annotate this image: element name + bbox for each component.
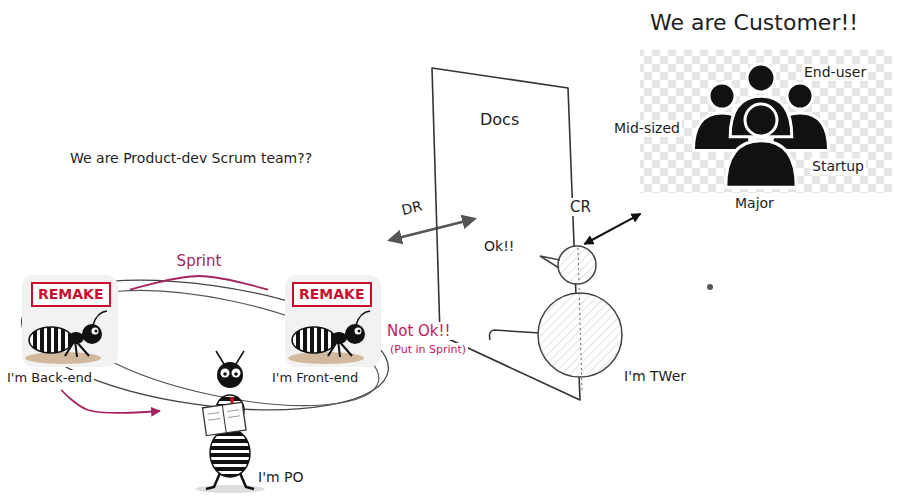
connector [130, 276, 268, 290]
segment-label: Mid-sized [612, 120, 682, 137]
team-caption: We are Product-dev Scrum team?? [68, 150, 314, 167]
illustration-part [558, 246, 596, 284]
illustration-part [236, 351, 244, 364]
flow-label: DR [398, 197, 426, 219]
illustration-part [288, 352, 364, 364]
illustration-part [29, 327, 73, 353]
panel-title: Docs [478, 110, 521, 129]
illustration-part [210, 429, 250, 477]
illustration-part [232, 369, 241, 378]
illustration-part [578, 248, 582, 390]
illustration-part [68, 332, 84, 344]
illustration-part [787, 83, 813, 109]
illustration-part [709, 83, 735, 109]
illustration-part [222, 405, 226, 433]
illustration-part [195, 485, 265, 493]
illustration-part [203, 402, 247, 435]
illustration-part [221, 369, 230, 378]
illustration-part [206, 473, 220, 489]
role-name: I'm Back-end [5, 370, 94, 386]
illustration-part [558, 246, 596, 284]
illustration-part [208, 419, 220, 421]
customer-group-shape [612, 8, 897, 214]
sprint-loop [13, 260, 396, 430]
connector [61, 390, 160, 413]
role-name: I'm Front-end [270, 370, 360, 386]
frontend-ant: REMAKE I'm Front-end [268, 272, 383, 390]
illustration-part [745, 104, 777, 136]
remake-sign: REMAKE [292, 282, 372, 307]
connector [584, 214, 640, 244]
illustration-part [207, 413, 219, 415]
segment-label: Major [733, 195, 776, 212]
role-name: I'm PO [256, 469, 306, 486]
illustration-part [345, 324, 365, 344]
dot [707, 284, 713, 290]
illustration-part [726, 141, 796, 187]
illustration-part [22, 275, 118, 367]
illustration-part [538, 293, 622, 377]
remake-sign: REMAKE [31, 282, 111, 307]
note-text: (Put in Sprint) [388, 343, 468, 356]
group-heading: We are Customer!! [648, 10, 860, 36]
illustration-part [223, 372, 227, 376]
role-name: I'm TWer [622, 368, 688, 385]
illustration-part [95, 330, 98, 333]
illustration-part [228, 416, 240, 418]
segment-label: End-user [802, 64, 868, 81]
illustration-part [240, 473, 254, 489]
illustration-part [82, 324, 102, 344]
illustration-part [25, 352, 101, 364]
illustration-part [234, 372, 238, 376]
illustration-part [93, 311, 107, 325]
illustration-part [217, 362, 243, 388]
illustration-part [92, 328, 99, 335]
illustration-part [730, 96, 792, 137]
edge-label: Sprint [175, 252, 224, 270]
illustration-part [540, 256, 560, 268]
illustration-part [356, 311, 370, 325]
illustration-part [292, 327, 336, 353]
illustration-part [355, 328, 362, 335]
backend-ant: REMAKE I'm Back-end [5, 272, 130, 390]
illustration-part [285, 275, 381, 367]
illustration-part [538, 293, 622, 377]
speech-text: Not Ok!! [385, 322, 453, 340]
illustration-part [227, 410, 239, 412]
edge-label: CR [568, 198, 593, 216]
tech-writer-figure: I'm TWer [530, 244, 690, 394]
illustration-part [216, 351, 224, 364]
snowman-arm [490, 330, 541, 340]
product-owner-ant: I'm PO [160, 355, 308, 495]
speech-text: Ok!! [482, 238, 516, 255]
customer-group: We are Customer!! End-userMid-sizedStartu… [612, 8, 897, 214]
illustration-part [747, 64, 775, 92]
illustration-part [203, 402, 247, 435]
illustration-part [358, 330, 361, 333]
illustration-part [331, 332, 347, 344]
dr-arrow [390, 219, 474, 240]
segment-label: Startup [810, 158, 866, 175]
